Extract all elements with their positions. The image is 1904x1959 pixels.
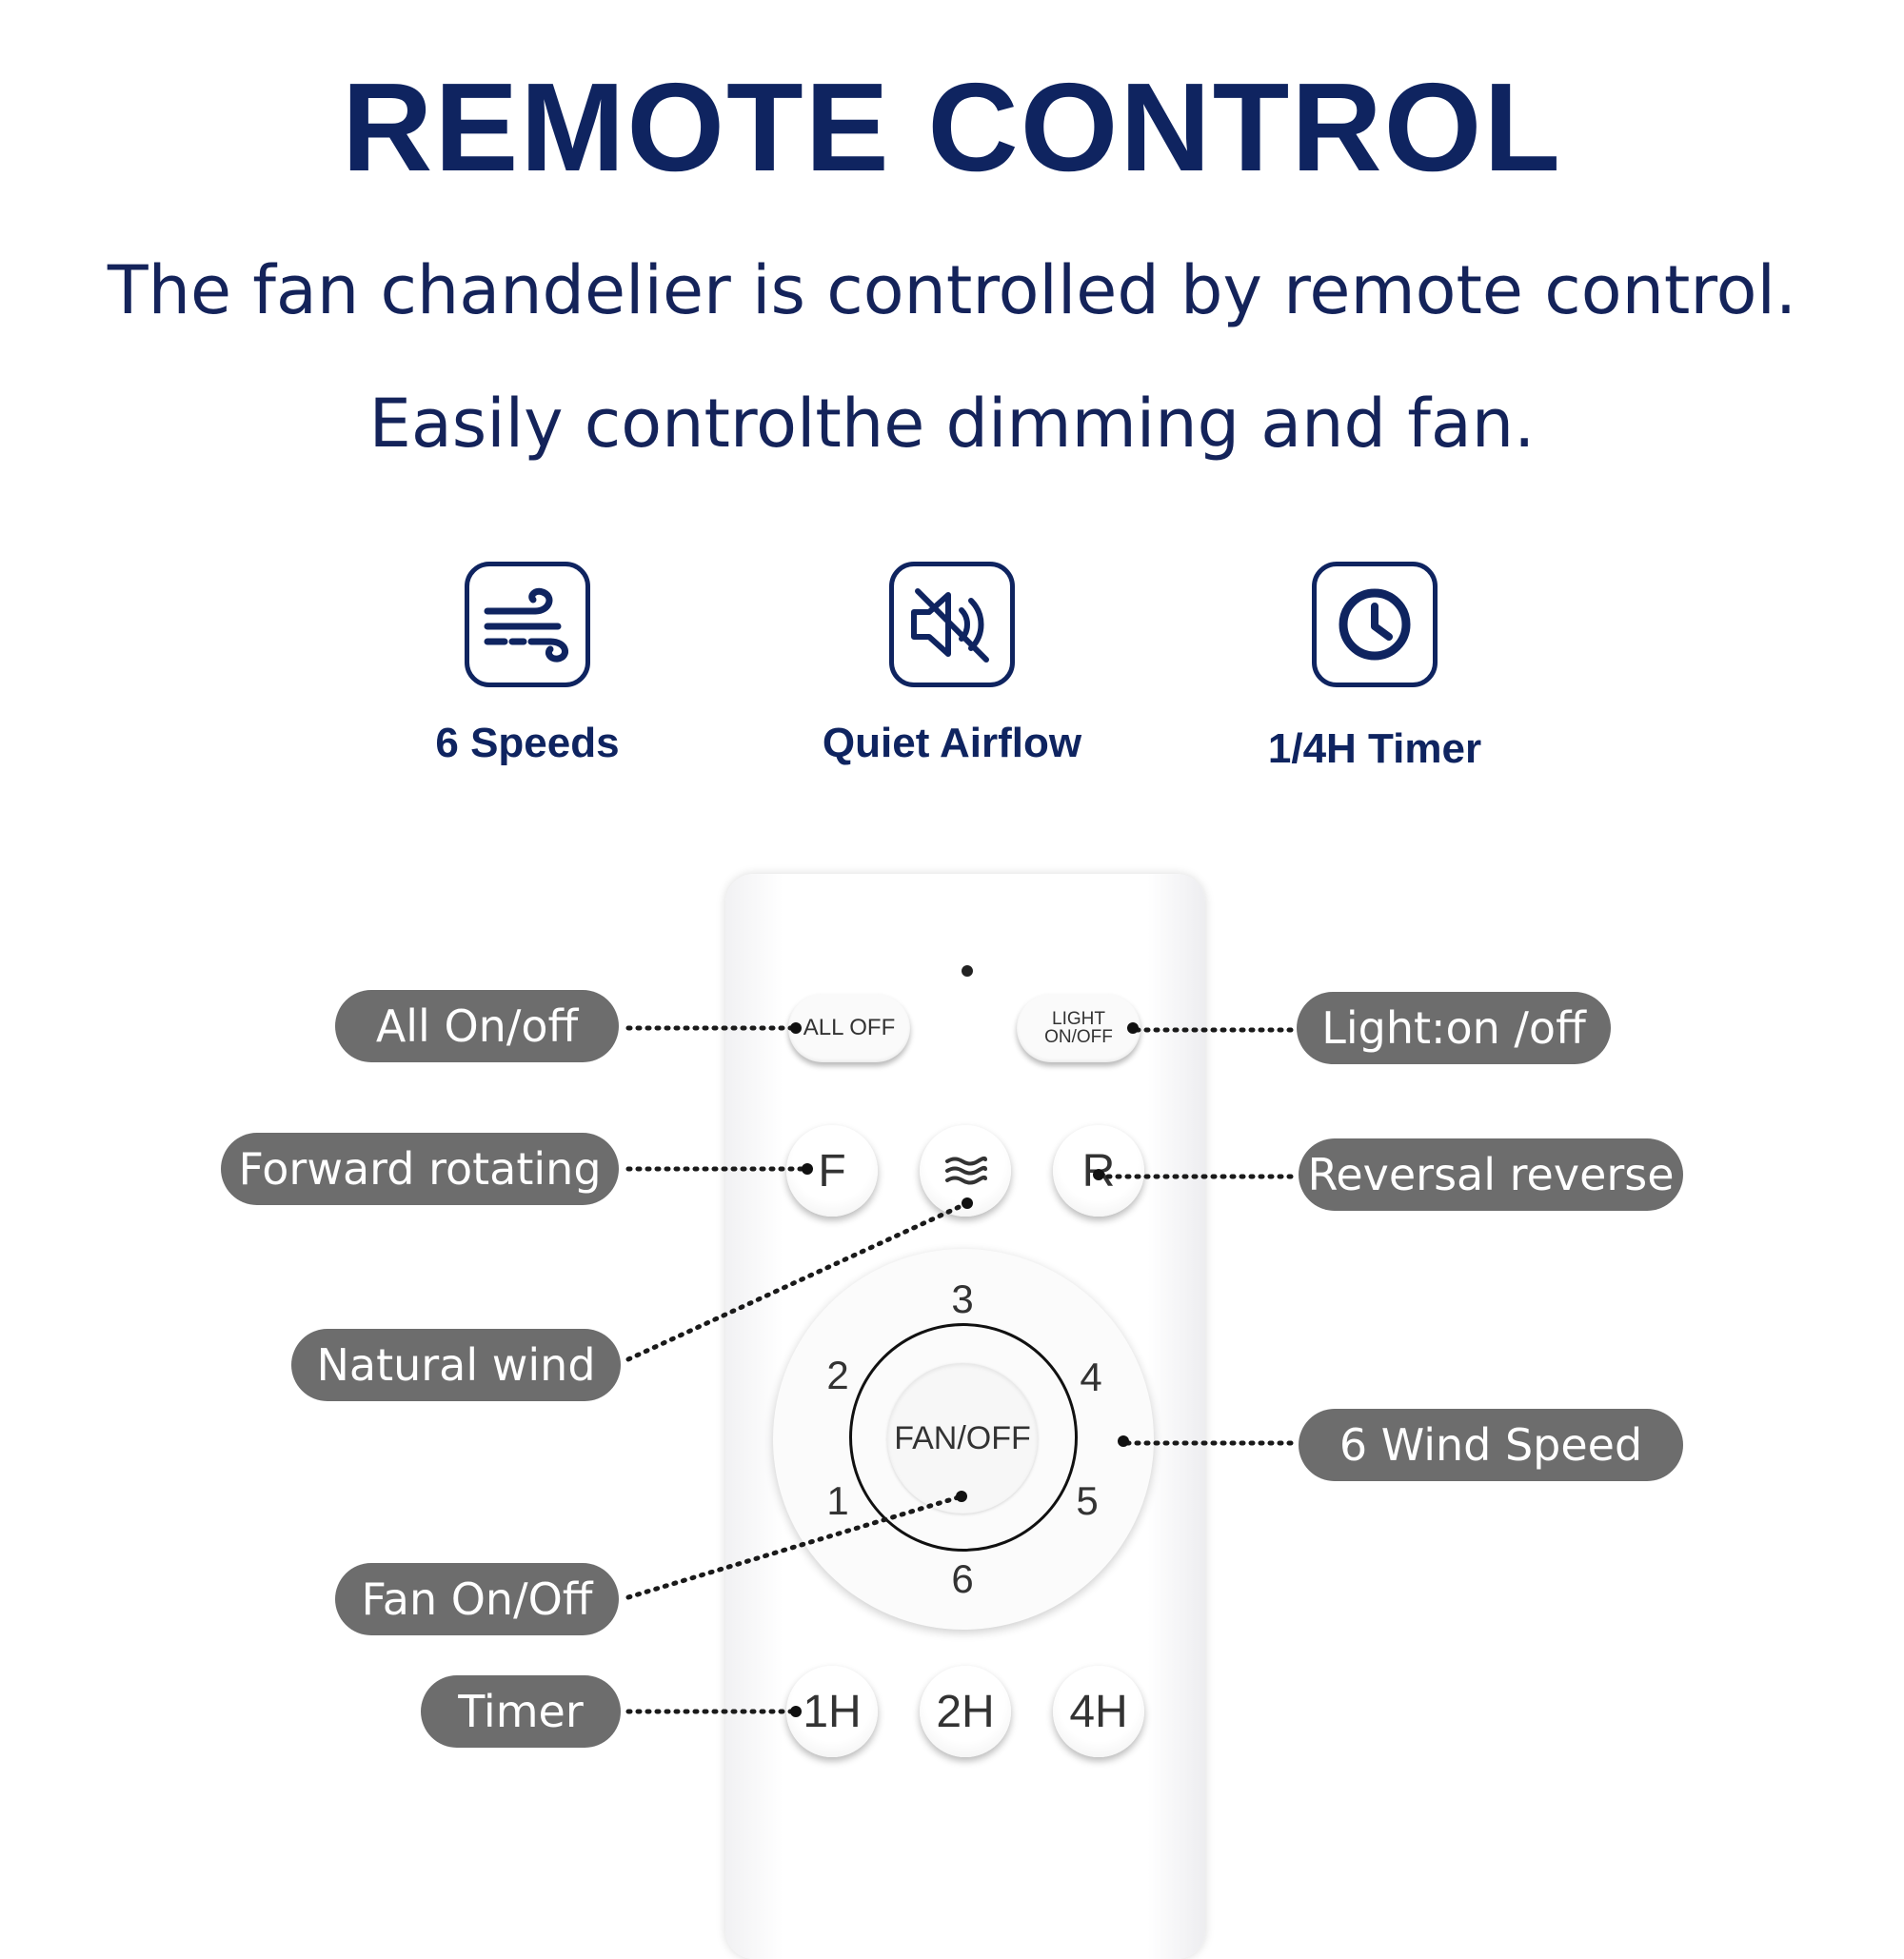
page-title: REMOTE CONTROL <box>342 57 1562 197</box>
feature-speeds: 6 Speeds <box>385 562 670 767</box>
reverse-button[interactable]: R <box>1053 1125 1144 1217</box>
mute-speaker-icon <box>889 562 1015 687</box>
timer-1h-button[interactable]: 1H <box>786 1666 878 1757</box>
indicator-led <box>962 965 973 977</box>
forward-button[interactable]: F <box>786 1125 878 1217</box>
fan-off-button[interactable]: FAN/OFF <box>887 1363 1038 1514</box>
speed-4-button[interactable]: 4 <box>1080 1355 1102 1399</box>
wind-icon <box>465 562 590 687</box>
light-button-line2: ON/OFF <box>1044 1027 1113 1047</box>
speed-2-button[interactable]: 2 <box>826 1353 849 1397</box>
speed-5-button[interactable]: 5 <box>1076 1478 1099 1523</box>
speed-3-button[interactable]: 3 <box>951 1276 974 1321</box>
all-off-button[interactable]: ALL OFF <box>788 994 910 1062</box>
subtitle-line-2: Easily controlthe dimming and fan. <box>368 385 1536 463</box>
feature-timer: 1/4H Timer <box>1232 562 1517 773</box>
callout-reversal-reverse: Reversal reverse <box>1299 1138 1683 1211</box>
callout-all-on-off: All On/off <box>335 990 619 1062</box>
light-button-line1: LIGHT <box>1052 1009 1105 1029</box>
speed-1-button[interactable]: 1 <box>826 1478 849 1523</box>
feature-quiet: Quiet Airflow <box>809 562 1095 767</box>
light-on-off-button[interactable]: LIGHT ON/OFF <box>1017 994 1140 1062</box>
timer-2h-button[interactable]: 2H <box>920 1666 1011 1757</box>
subtitle-line-1: The fan chandelier is controlled by remo… <box>107 251 1797 329</box>
callout-light-on-off: Light:on /off <box>1297 992 1611 1064</box>
feature-label-quiet: Quiet Airflow <box>822 720 1082 766</box>
callout-forward-rotating: Forward rotating <box>221 1133 619 1205</box>
timer-4h-button[interactable]: 4H <box>1053 1666 1144 1757</box>
callout-wind-speed: 6 Wind Speed <box>1299 1409 1683 1481</box>
callout-fan-on-off: Fan On/Off <box>335 1563 619 1635</box>
callout-timer: Timer <box>421 1675 621 1748</box>
natural-wind-button[interactable] <box>920 1125 1011 1217</box>
feature-label-timer: 1/4H Timer <box>1267 725 1482 772</box>
clock-icon <box>1312 562 1438 687</box>
speed-6-button[interactable]: 6 <box>951 1556 974 1601</box>
feature-label-speeds: 6 Speeds <box>435 720 620 766</box>
wave-lines-icon <box>945 1156 987 1185</box>
callout-natural-wind: Natural wind <box>291 1329 621 1401</box>
